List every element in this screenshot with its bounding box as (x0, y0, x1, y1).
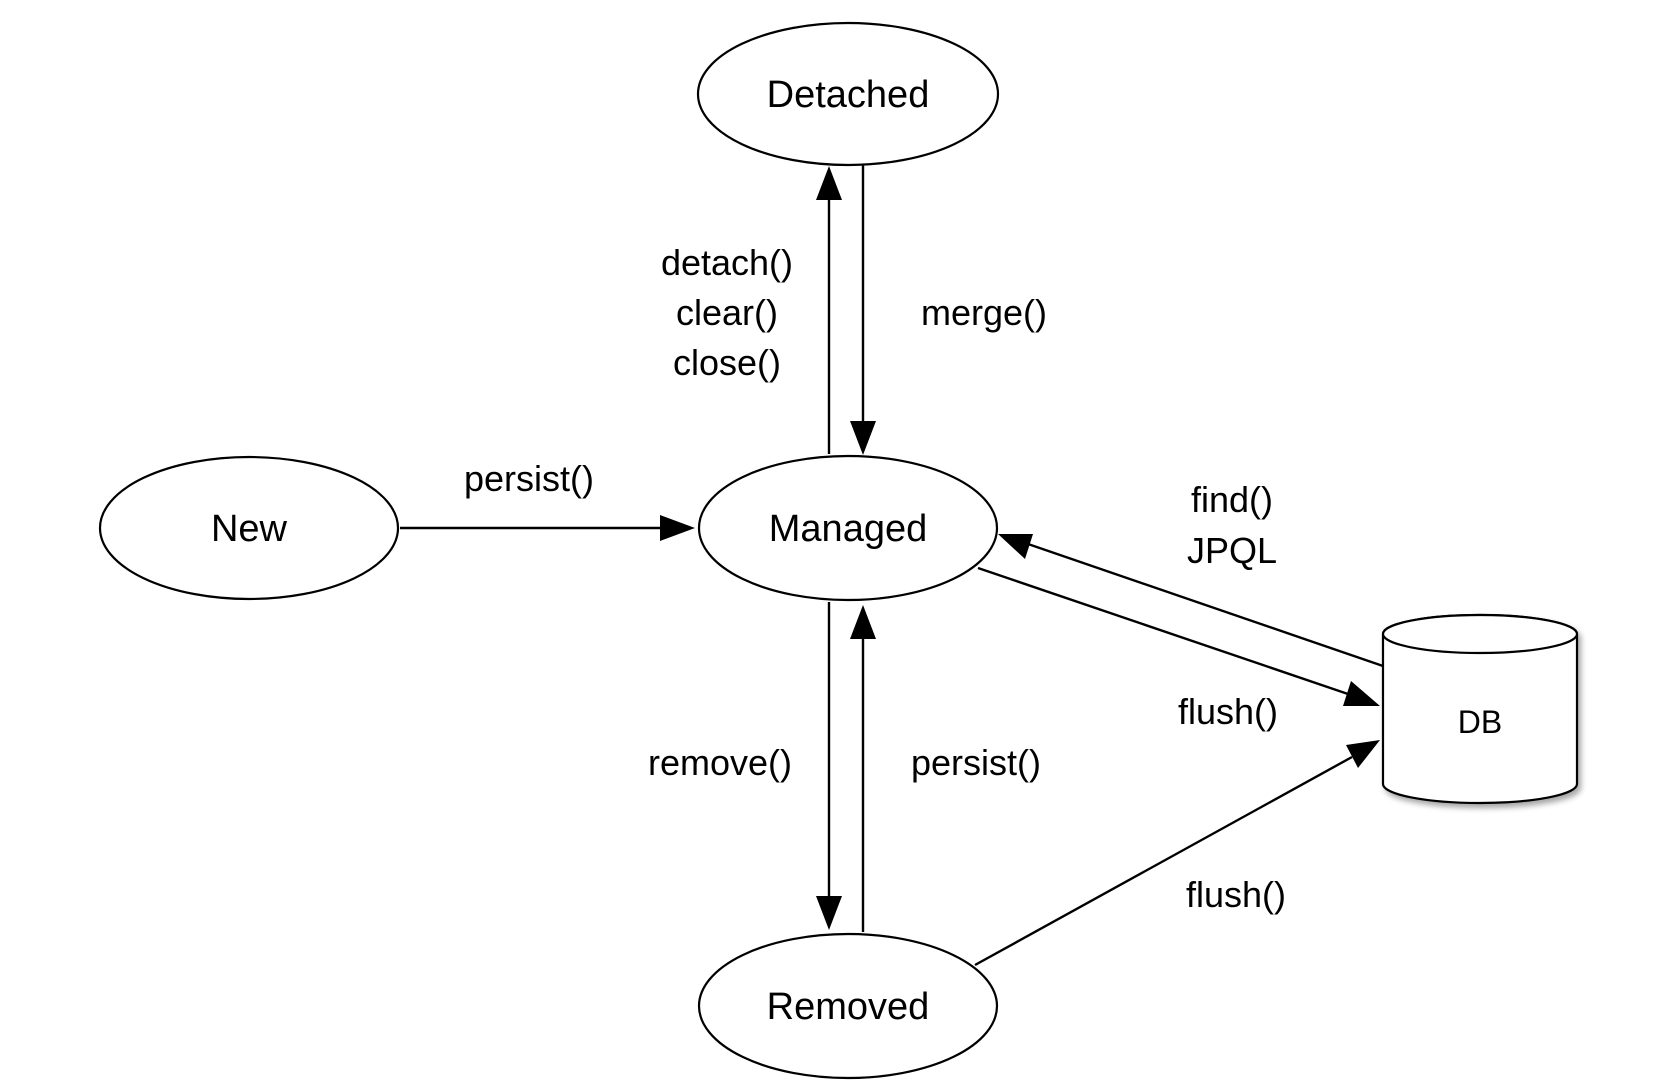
edge-label-find: find() JPQL (1187, 479, 1277, 571)
label-remove: remove() (648, 742, 792, 783)
label-flush-managed: flush() (1178, 691, 1278, 732)
arrowhead-left (998, 534, 1033, 559)
node-removed: Removed (697, 932, 999, 1080)
arrowhead-right (660, 515, 695, 541)
node-label-detached: Detached (767, 74, 930, 116)
label-persist-new: persist() (464, 458, 594, 499)
label-flush-removed: flush() (1186, 874, 1286, 915)
edge-new-to-managed (400, 515, 695, 541)
edge-managed-to-detached (816, 166, 842, 454)
node-managed: Managed (697, 454, 999, 602)
label-persist-removed: persist() (911, 742, 1041, 783)
arrowhead-up (816, 166, 842, 200)
label-detach: detach() (661, 242, 793, 283)
label-merge: merge() (921, 292, 1047, 333)
label-jpql: JPQL (1187, 530, 1277, 571)
label-find: find() (1191, 479, 1273, 520)
edge-db-to-managed (998, 534, 1384, 668)
node-label-removed: Removed (767, 986, 930, 1028)
edge-label-detach: detach() clear() close() (661, 242, 793, 383)
arrowhead-up (850, 605, 876, 639)
label-clear: clear() (676, 292, 778, 333)
node-label-managed: Managed (769, 508, 927, 550)
node-detached: Detached (696, 21, 1000, 167)
arrowhead-down (816, 896, 842, 930)
edges (400, 158, 1384, 967)
arrowhead-right (1343, 681, 1380, 706)
label-close: close() (673, 342, 781, 383)
edge-managed-to-removed (816, 602, 842, 930)
node-new: New (98, 455, 400, 601)
node-label-db: DB (1458, 704, 1502, 740)
arrowhead-right (1346, 740, 1380, 768)
edge-detached-to-managed (850, 158, 876, 455)
edge-removed-to-managed (850, 605, 876, 932)
node-label-new: New (211, 508, 288, 550)
node-db-cylinder: DB (1381, 613, 1579, 805)
edge-removed-to-db (974, 740, 1380, 967)
arrowhead-down (850, 421, 876, 455)
edge-managed-to-db (977, 566, 1380, 706)
